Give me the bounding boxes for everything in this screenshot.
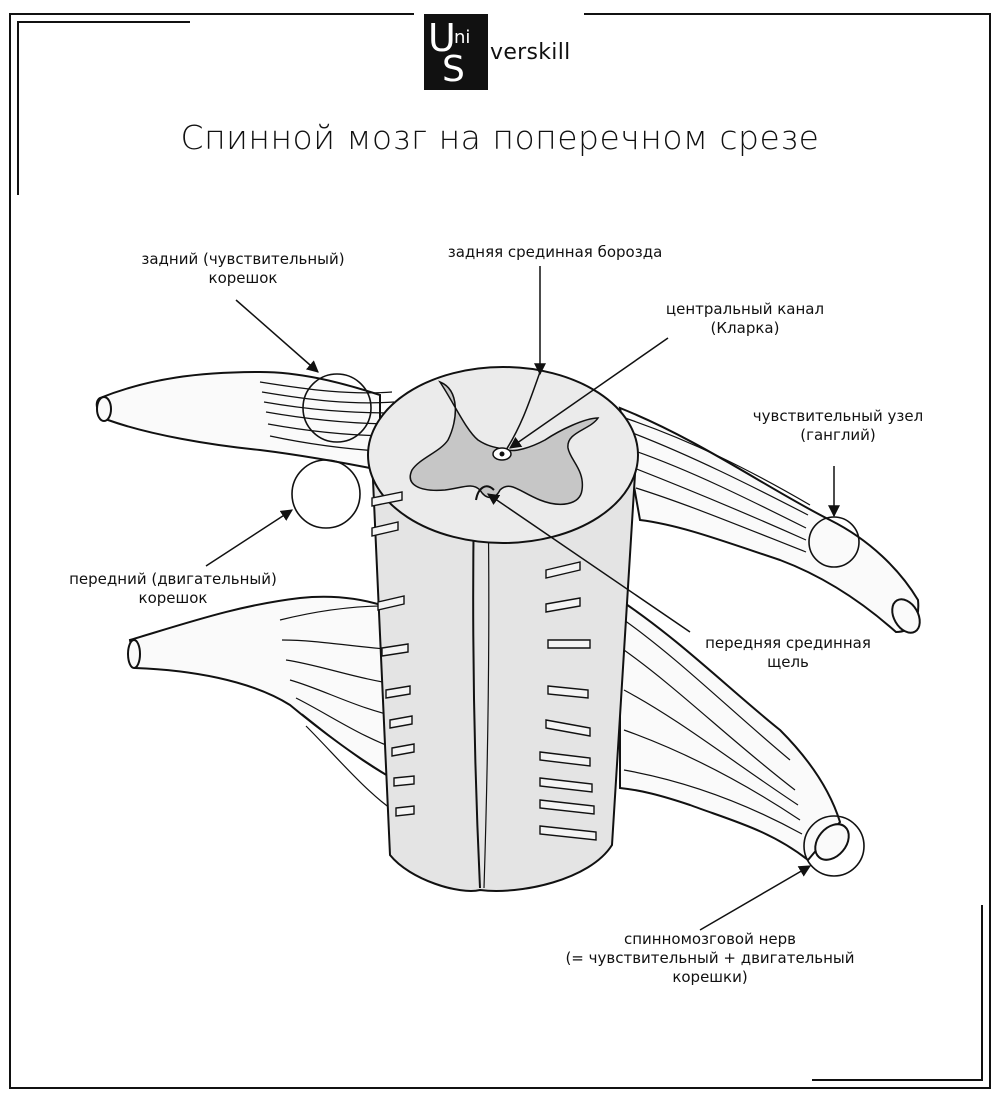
arrow-anterior-fissure (487, 493, 691, 633)
cord-cross-section (367, 366, 639, 544)
logo-mark-ni: ni (454, 27, 471, 48)
root-filaments (371, 491, 597, 841)
universkill-logo: U ni S verskill (424, 14, 571, 90)
label-anterior-fissure: передняя срединная щель (705, 634, 871, 671)
callout-arrows (205, 266, 840, 931)
lower-right-nerve (619, 598, 850, 862)
anterior-median-fissure (475, 485, 495, 501)
arrow-central-canal (509, 337, 669, 449)
label-ventral-root: передний (двигательный) корешок (69, 570, 277, 607)
logo-mark-s: S (442, 49, 465, 90)
label-central-canal: центральный канал (Кларка) (665, 300, 825, 337)
arrow-spinal-nerve (699, 865, 812, 931)
arrow-ventral-root (205, 509, 294, 567)
logo-mark: U ni S (424, 14, 488, 90)
label-posterior-sulcus: задняя срединная борозда (447, 243, 663, 261)
label-ganglion: чувствительный узел (ганглий) (752, 407, 924, 444)
upper-right-nerve (618, 406, 921, 634)
page-frame (9, 13, 991, 1089)
logo-mark-u: U (428, 16, 456, 60)
upper-left-nerve (95, 370, 397, 472)
logo-text: verskill (490, 39, 571, 65)
label-dorsal-root: задний (чувствительный) корешок (141, 250, 345, 287)
arrow-dorsal-root (235, 299, 319, 373)
label-spinal-nerve: спинномозговой нерв (= чувствительный + … (565, 930, 855, 986)
page-title: Спинной мозг на поперечном срезе (180, 118, 820, 157)
lower-left-nerve (127, 595, 409, 821)
